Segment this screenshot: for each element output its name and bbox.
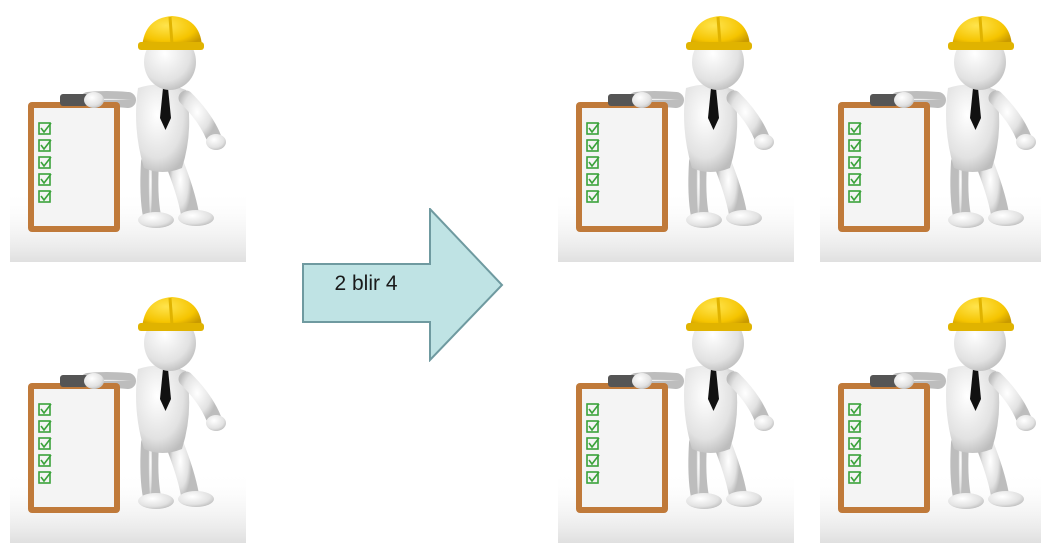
arrow-label: 2 blir 4 [334,272,398,295]
arrow-shape: 2 blir 4 [302,208,504,362]
right-arrow-icon [302,208,504,362]
construction-worker-icon [820,281,1041,543]
construction-worker-icon [558,0,794,262]
construction-worker-icon [820,0,1041,262]
construction-worker-icon [558,281,794,543]
construction-worker-icon [10,281,246,543]
construction-worker-icon [10,0,246,262]
